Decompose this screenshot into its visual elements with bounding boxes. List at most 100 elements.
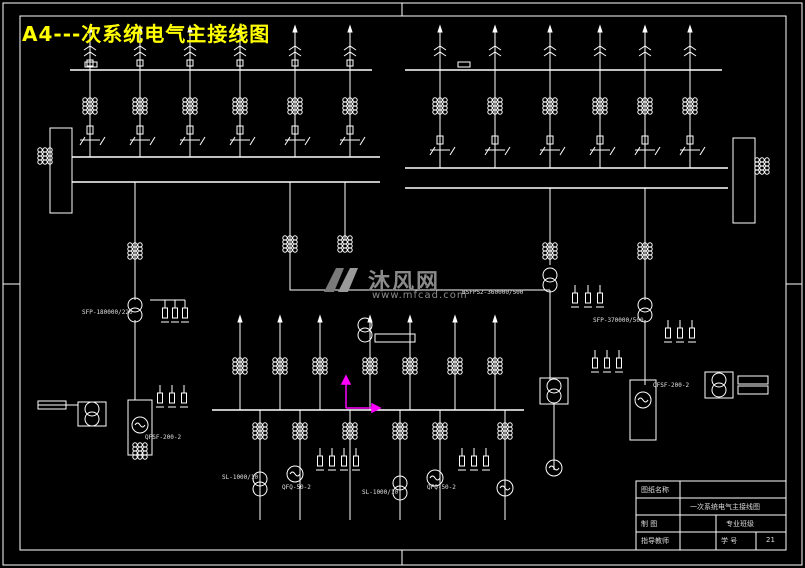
generator [131, 416, 149, 434]
label-box [457, 61, 471, 68]
transformer-bsfps2 [542, 267, 558, 293]
surge-arrester [688, 320, 696, 343]
line-arrow [137, 24, 143, 33]
ct-cluster [432, 97, 448, 115]
surge-arrester [676, 320, 684, 343]
pt-symbol [233, 45, 247, 57]
unit-transformer-mid [546, 378, 562, 404]
pt-symbol [638, 45, 652, 57]
disconnector [589, 146, 596, 156]
inner-border [19, 15, 787, 551]
ct-cluster [337, 235, 353, 253]
tb-drawn-label: 制 图 [641, 520, 658, 528]
surge-arrester [156, 385, 164, 408]
ct-cluster [342, 422, 358, 440]
pt-cabinet-right [732, 137, 756, 224]
ct-cluster [447, 357, 463, 375]
ct-cluster [432, 422, 448, 440]
breaker [291, 125, 299, 135]
line-arrow [347, 24, 353, 33]
disconnector [634, 146, 641, 156]
transformer-sl-1000-left [252, 471, 268, 497]
breaker [346, 59, 354, 67]
line-arrow [87, 24, 93, 33]
generator [634, 391, 652, 409]
disconnector [504, 146, 511, 156]
ct-cluster [542, 97, 558, 115]
tb-supervisor-label: 指导教师 [641, 537, 669, 545]
line-arrow [687, 24, 693, 33]
disconnector [359, 136, 366, 146]
ct-cluster [132, 442, 148, 460]
pt-symbol [683, 45, 697, 57]
ct-cluster [312, 357, 328, 375]
label-gen-bottom-mid: QFQ-50-2 [427, 484, 456, 491]
disconnector [229, 136, 236, 146]
ct-cluster [232, 97, 248, 115]
breaker [491, 135, 499, 145]
watermark-logo-icon [324, 268, 358, 292]
ct-cluster [754, 157, 770, 175]
ct-cluster [342, 97, 358, 115]
label-box [37, 400, 67, 410]
unit-transformer-box [704, 371, 734, 399]
breaker [346, 125, 354, 135]
ct-cluster [637, 97, 653, 115]
ct-cluster [127, 242, 143, 260]
ct-cluster [487, 357, 503, 375]
transformer-sl-1000-mid [392, 475, 408, 501]
pt-symbol [593, 45, 607, 57]
line-arrow [277, 314, 283, 323]
pt-symbol [83, 45, 97, 57]
tb-number: 21 [766, 536, 775, 544]
pt-symbol [543, 45, 557, 57]
transformer-sfp-180000 [127, 297, 143, 323]
tb-number-label: 学 号 [721, 537, 738, 545]
disconnector [149, 136, 156, 146]
ct-cluster [82, 97, 98, 115]
line-arrow [492, 314, 498, 323]
ct-cluster [272, 357, 288, 375]
disconnector [284, 136, 291, 146]
disconnector [249, 136, 256, 146]
disconnector [609, 146, 616, 156]
breaker [136, 59, 144, 67]
generator [496, 479, 514, 497]
disconnector [304, 136, 311, 146]
watermark-brand: 沐风网 [368, 270, 441, 295]
tb-drawing-name: 一次系统电气主接线图 [690, 503, 760, 511]
disconnector [199, 136, 206, 146]
line-arrow [187, 24, 193, 33]
surge-arrester [603, 350, 611, 373]
ct-cluster [182, 97, 198, 115]
label-gen-right: QFSF-200-2 [653, 382, 690, 389]
ct-cluster [132, 97, 148, 115]
line-arrow [547, 24, 553, 33]
ct-cluster [287, 97, 303, 115]
surge-arrester [615, 350, 623, 373]
transformer-station [357, 317, 373, 343]
label-gen-bottom-left: QFQ-50-2 [282, 484, 311, 491]
label-tr-left: SFP-180000/220 [82, 309, 133, 316]
surge-arrester [181, 300, 189, 323]
breaker [236, 59, 244, 67]
pt-symbol [433, 45, 447, 57]
disconnector [679, 146, 686, 156]
magenta-arrows [340, 374, 382, 414]
breaker [86, 59, 94, 67]
label-gen-left: QFSF-200-2 [145, 434, 182, 441]
line-arrow [492, 24, 498, 33]
busbars [70, 69, 728, 411]
surge-arrester [584, 285, 592, 308]
surge-arrester [180, 385, 188, 408]
ct-cluster [592, 97, 608, 115]
surge-arrester [470, 448, 478, 471]
ct-cluster [487, 97, 503, 115]
breaker [86, 125, 94, 135]
line-arrow [452, 314, 458, 323]
ct-cluster [402, 357, 418, 375]
pt-symbol [133, 45, 147, 57]
unit-transformer-right [711, 372, 727, 398]
breaker [186, 59, 194, 67]
disconnector [79, 136, 86, 146]
